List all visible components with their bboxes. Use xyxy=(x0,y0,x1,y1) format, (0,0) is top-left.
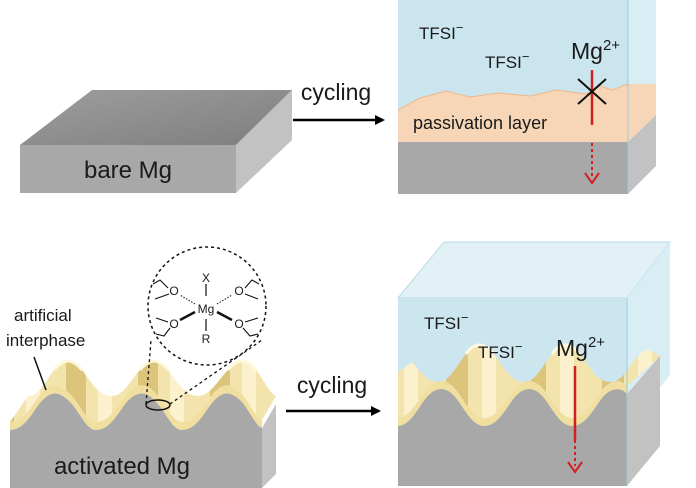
passivation-label: passivation layer xyxy=(413,113,547,133)
zoom-line-left xyxy=(145,339,152,405)
methyl-ul-b xyxy=(154,293,170,300)
top-cycling-label: cycling xyxy=(301,79,371,105)
methyl-ur-a xyxy=(244,279,260,289)
ligand-lr: O xyxy=(234,317,243,331)
interphase-surface xyxy=(10,361,276,422)
bare-mg-side-face xyxy=(236,90,292,193)
activated-mg-label: activated Mg xyxy=(54,453,190,480)
interphase-label-1: artificial xyxy=(14,306,72,325)
ridge-crest-2 xyxy=(138,359,170,371)
cell-anion-2: TFSI− xyxy=(478,339,522,362)
bare-mg-top-face xyxy=(20,90,292,145)
zoom-line-right xyxy=(169,339,263,405)
passivated-cell: TFSI− TFSI− Mg2+ passivation layer xyxy=(397,0,656,194)
methyl-lr-b xyxy=(242,327,259,337)
cell-ridge-crest-1 xyxy=(464,343,496,355)
activated-cell: TFSI− TFSI− Mg2+ xyxy=(396,241,672,486)
top-cation: Mg2+ xyxy=(571,37,620,64)
methyl-ur-b xyxy=(244,293,259,300)
bond-ll xyxy=(179,310,196,322)
interphase-label-2: interphase xyxy=(6,331,85,350)
block-cross-b xyxy=(577,78,607,105)
ligand-ur: O xyxy=(234,284,243,298)
ligand-ul: O xyxy=(169,284,178,298)
methyl-ul-a xyxy=(152,279,169,289)
methyl-ll-a xyxy=(155,317,169,323)
ridge-crest-3 xyxy=(226,359,258,371)
cell-top-face xyxy=(396,241,672,299)
cell-interphase-surface xyxy=(398,345,660,418)
bare-mg-label: bare Mg xyxy=(84,157,172,184)
cell-metal-side xyxy=(627,356,660,486)
methyl-lr-a xyxy=(244,317,259,323)
cell-metal-front xyxy=(398,389,627,486)
top-ion-arrowhead xyxy=(584,172,600,185)
cell-anion-1: TFSI− xyxy=(424,310,468,333)
top-cycling-arrow: cycling xyxy=(293,79,385,125)
bare-mg-front-face xyxy=(20,145,236,193)
bottom-cycling-arrow: cycling xyxy=(286,372,381,416)
top-anion-2: TFSI− xyxy=(485,49,529,72)
top-metal-front xyxy=(398,142,628,194)
passivation-surface-edge xyxy=(397,83,629,111)
molecule-bottom: R xyxy=(202,332,211,346)
cell-ridge-crest-2 xyxy=(550,343,582,355)
cell-cation: Mg2+ xyxy=(556,334,605,361)
bond-lr xyxy=(216,310,233,322)
cell-ion-arrowhead xyxy=(567,461,583,474)
bottom-cycling-label: cycling xyxy=(297,372,367,398)
activated-mg-front-face xyxy=(10,393,262,488)
molecule-center: Mg xyxy=(198,302,215,316)
top-anion-1: TFSI− xyxy=(419,20,463,43)
activated-mg-slab: activated Mg artificial interphase Mg X … xyxy=(6,246,276,488)
ridge-crest-1 xyxy=(52,359,84,371)
zoom-spot xyxy=(145,399,171,411)
methyl-ll-b xyxy=(155,327,171,337)
bare-mg-slab: bare Mg xyxy=(20,90,292,193)
molecule-circle xyxy=(147,246,267,366)
cell-interphase-front-edge xyxy=(398,381,627,426)
interphase-front-edge xyxy=(10,385,262,430)
top-metal-side xyxy=(628,115,656,194)
activated-mg-side-face xyxy=(262,404,276,488)
molecule-top: X xyxy=(202,271,210,285)
mg-complex-structure: Mg X R O O O O xyxy=(152,271,260,346)
interphase-pointer xyxy=(33,356,47,391)
ligand-ll: O xyxy=(169,317,178,331)
